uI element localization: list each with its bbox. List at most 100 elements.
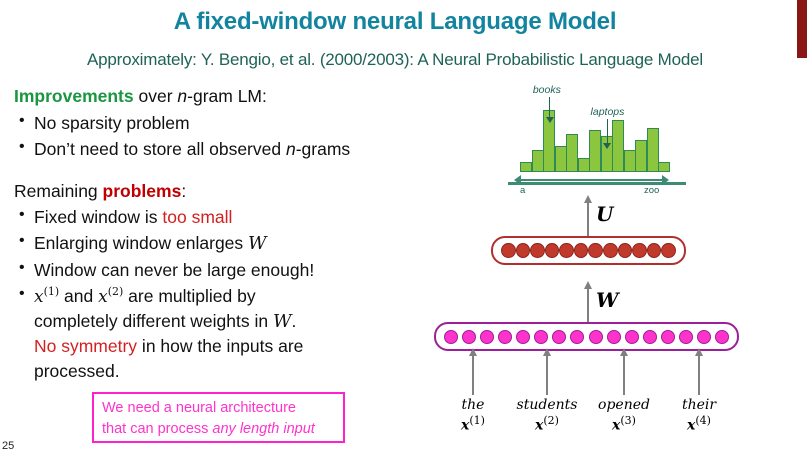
word-column-3: opened x(3) <box>579 397 669 434</box>
chart-bar <box>623 150 636 172</box>
math-superscript-x2: (2) <box>107 284 124 298</box>
math-symbol-x2: x <box>98 286 108 307</box>
embedding-node <box>570 329 585 344</box>
hidden-node <box>661 243 676 258</box>
x-superscript: (4) <box>695 414 711 427</box>
word-embedding-group <box>660 329 729 344</box>
x-superscript: (1) <box>469 414 485 427</box>
embedding-node <box>588 329 603 344</box>
math-symbol-x1: x <box>34 286 44 307</box>
word-column-1: the x(1) <box>428 397 518 434</box>
x-var: x <box>461 417 470 434</box>
embedding-node <box>642 329 657 344</box>
problems-heading-suffix: : <box>181 180 187 201</box>
callout-line-2-italic: any length input <box>212 421 315 438</box>
list-item: Window can never be large enough! <box>14 257 419 283</box>
word-column-2: students x(2) <box>502 397 592 434</box>
x-var: x <box>687 417 696 434</box>
word-math-label: x(2) <box>502 414 592 434</box>
chart-baseline <box>508 182 686 185</box>
list-item: Don’t need to store all observed n-grams <box>14 136 419 162</box>
x-superscript: (3) <box>620 414 636 427</box>
list-item: Fixed window is too small <box>14 204 419 230</box>
arrow-hidden-to-output <box>583 195 592 236</box>
improvements-keyword: Improvements <box>14 86 134 106</box>
chart-bar <box>612 120 625 172</box>
chart-bar <box>554 146 567 172</box>
improvements-bullet-list: No sparsity problem Don’t need to store … <box>14 110 419 162</box>
word-label: the <box>461 397 485 413</box>
embedding-node <box>696 329 711 344</box>
embedding-node <box>678 329 693 344</box>
chart-bar <box>635 140 648 172</box>
no-symmetry-highlight: No symmetry <box>34 336 138 357</box>
long-bullet-line3-rest: in how the inputs are <box>137 336 304 357</box>
embedding-node <box>462 329 477 344</box>
callout-box: We need a neural architecture that can p… <box>92 392 345 443</box>
problems-keyword: problems <box>102 180 182 201</box>
improvements-heading-rest-b: -gram LM: <box>187 86 267 106</box>
hidden-node <box>646 243 662 258</box>
bullet-text-pre: Window can never be large enough! <box>34 259 315 280</box>
math-symbol-w2: W <box>272 310 292 332</box>
long-bullet-line1-pre: and <box>59 285 99 306</box>
hidden-node <box>530 243 545 258</box>
arrow-word-4 <box>694 348 703 395</box>
list-item: No sparsity problem <box>14 110 419 136</box>
slide-edge-accent-bar <box>797 0 807 58</box>
arrow-input-to-hidden <box>583 281 592 322</box>
bullet-text-a: No sparsity problem <box>34 112 190 133</box>
chart-bar <box>531 150 544 172</box>
long-bullet-line1-post: are multiplied by <box>123 285 256 306</box>
math-superscript-x1: (1) <box>43 284 60 298</box>
callout-line-2-pre: that can process <box>102 421 213 438</box>
embedding-node <box>552 329 567 344</box>
x-var: x <box>535 417 544 434</box>
word-math-label: x(4) <box>654 414 744 434</box>
neural-lm-diagram: books laptops a zoo U W the x(1) student… <box>420 84 809 460</box>
embedding-node <box>444 329 459 344</box>
list-item: Enlarging window enlarges W <box>14 230 419 257</box>
embedding-node <box>516 329 531 344</box>
x-superscript: (2) <box>543 414 559 427</box>
callout-line-1: We need a neural architecture <box>102 400 296 416</box>
axis-tick-a: a <box>520 185 526 196</box>
hidden-node <box>501 243 516 258</box>
page-title: A fixed-window neural Language Model <box>173 8 617 35</box>
bullet-text-a: Don’t need to store all observed <box>34 138 286 159</box>
bullet-text-pre: Fixed window is <box>34 207 163 228</box>
embedding-node <box>534 329 549 344</box>
bullet-text-b: -grams <box>295 138 351 159</box>
long-bullet-line2-post: . <box>291 310 297 331</box>
left-content-column: Improvements over n-gram LM: No sparsity… <box>14 84 419 385</box>
word-embedding-group <box>444 329 513 344</box>
word-column-4: their x(4) <box>654 397 744 434</box>
chart-annotation-laptops: laptops <box>590 106 625 118</box>
callout-line-2: that can process any length input <box>102 419 343 440</box>
bullet-text-pre: Enlarging window enlarges <box>34 233 249 254</box>
word-math-label: x(1) <box>428 414 518 434</box>
x-var: x <box>612 417 621 434</box>
chart-annotation-books: books <box>532 84 561 96</box>
hidden-node <box>617 243 633 258</box>
bullet-italic-n: n <box>285 138 296 159</box>
improvements-heading-italic-n: n <box>177 86 188 106</box>
chart-bar <box>658 162 671 172</box>
matrix-label-u: U <box>596 202 614 226</box>
arrow-word-1 <box>468 348 477 395</box>
hidden-node <box>588 243 604 258</box>
embedding-node <box>498 329 513 344</box>
arrow-word-2 <box>542 348 551 395</box>
list-item: x(1) and x(2) are multiplied by complete… <box>14 283 419 384</box>
chart-bar <box>566 134 579 172</box>
problems-bullet-list: Fixed window is too small Enlarging wind… <box>14 204 419 384</box>
hidden-node <box>544 243 560 258</box>
chart-annotation-arrow-books <box>544 97 556 123</box>
word-label: their <box>681 397 717 413</box>
embedding-node <box>660 329 675 344</box>
chart-bar <box>589 130 602 172</box>
hidden-node <box>632 243 647 258</box>
math-symbol-w: W <box>248 233 267 255</box>
embedding-node <box>606 329 621 344</box>
embedding-node <box>480 329 495 344</box>
